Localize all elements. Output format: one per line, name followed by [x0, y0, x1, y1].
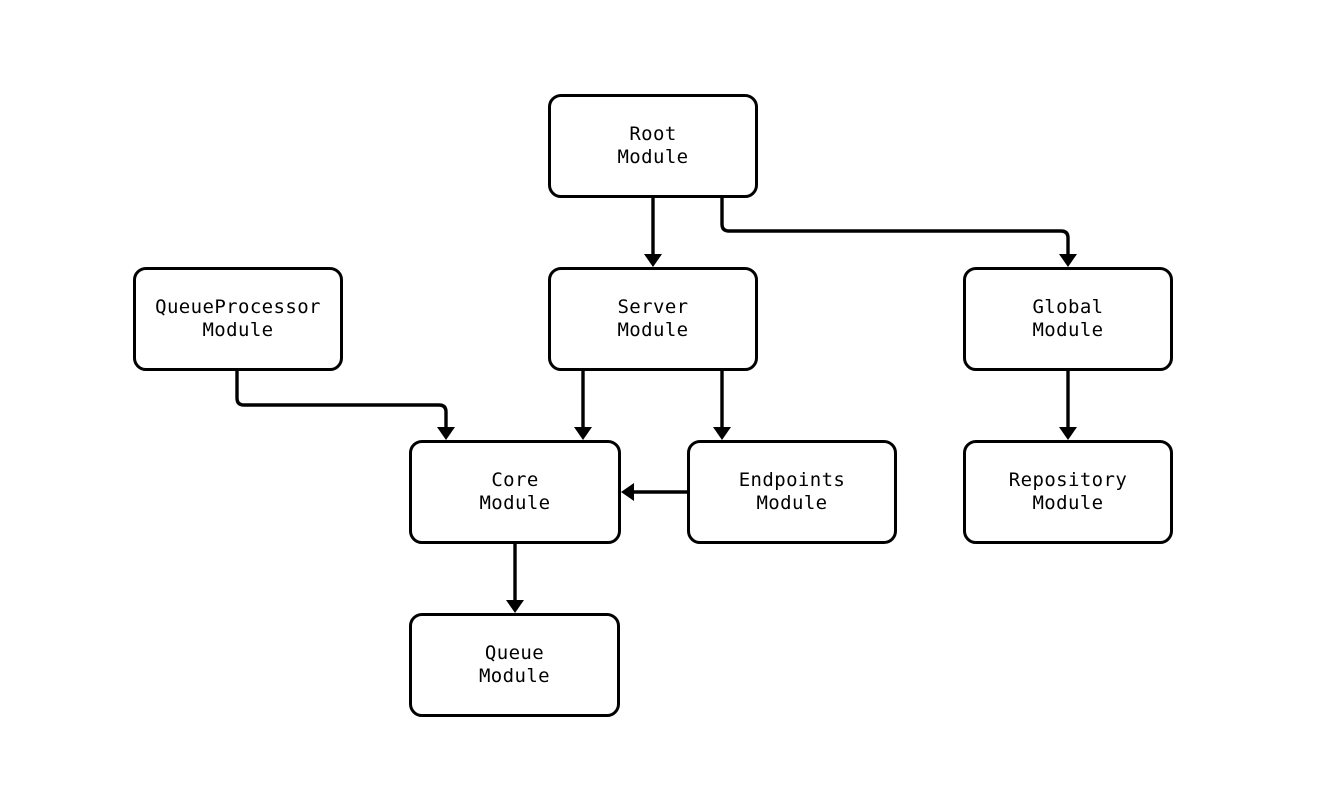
node-repository-subtitle: Module — [1032, 492, 1104, 514]
edge-server-to-core — [574, 371, 592, 440]
edge-root-to-global — [720, 198, 1077, 267]
edge-server-to-endpoints — [713, 371, 731, 440]
node-repository[interactable]: Repository Module — [963, 440, 1173, 544]
node-root-title: Root — [629, 123, 677, 145]
arrowhead — [574, 427, 592, 440]
node-endpoints-subtitle: Module — [756, 492, 828, 514]
node-server[interactable]: Server Module — [548, 267, 758, 371]
node-global-subtitle: Module — [1032, 319, 1104, 341]
node-root-subtitle: Module — [617, 146, 689, 168]
node-global[interactable]: Global Module — [963, 267, 1173, 371]
arrowhead — [1059, 254, 1077, 267]
edge-root-to-server — [644, 198, 662, 267]
node-queueprocessor[interactable]: QueueProcessor Module — [133, 267, 343, 371]
edge-core-to-queue — [506, 544, 524, 613]
arrowhead — [621, 483, 634, 501]
arrowhead — [713, 427, 731, 440]
arrowhead — [1059, 427, 1077, 440]
node-server-title: Server — [617, 296, 689, 318]
node-endpoints[interactable]: Endpoints Module — [687, 440, 897, 544]
arrowhead — [644, 254, 662, 267]
node-queueprocessor-title: QueueProcessor — [155, 296, 321, 318]
node-repository-title: Repository — [1008, 469, 1128, 491]
node-global-title: Global — [1032, 296, 1104, 318]
edge-queueprocessor-to-core — [235, 371, 455, 440]
edge-endpoints-to-core — [621, 483, 687, 501]
node-root[interactable]: Root Module — [548, 94, 758, 198]
node-server-subtitle: Module — [617, 319, 689, 341]
node-core[interactable]: Core Module — [409, 440, 621, 544]
edge-global-to-repository — [1059, 371, 1077, 440]
arrowhead — [437, 427, 455, 440]
node-endpoints-title: Endpoints — [738, 469, 846, 491]
arrowhead — [506, 600, 524, 613]
node-queueprocessor-subtitle: Module — [202, 319, 274, 341]
node-queue-subtitle: Module — [478, 665, 551, 687]
node-core-subtitle: Module — [479, 492, 551, 514]
node-queue[interactable]: Queue Module — [409, 613, 620, 717]
node-core-title: Core — [491, 469, 539, 491]
node-queue-title: Queue — [484, 642, 545, 664]
